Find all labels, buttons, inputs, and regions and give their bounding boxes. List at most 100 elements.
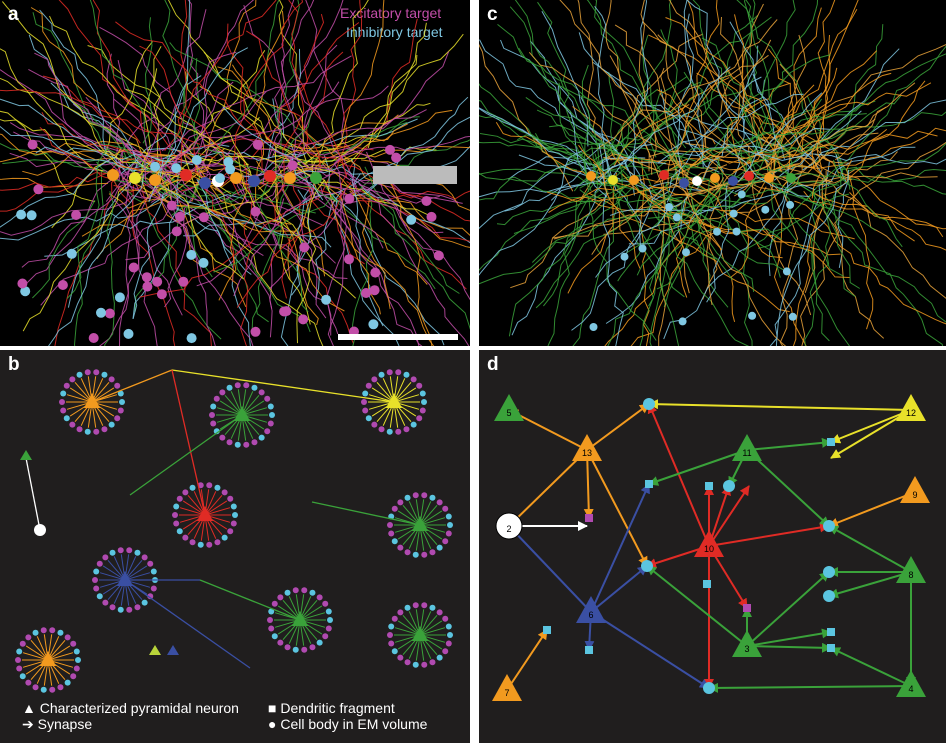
neurite (647, 162, 757, 219)
neurite (479, 39, 618, 153)
target (96, 560, 103, 567)
target (445, 513, 452, 520)
neurite (657, 34, 707, 148)
neurite (794, 200, 946, 325)
hub-neuron (412, 516, 428, 531)
hub-edge (47, 652, 74, 661)
target-soma (104, 308, 115, 319)
hub-edge (397, 620, 421, 636)
synapse-edge (590, 611, 710, 689)
synapse-edge (129, 414, 243, 496)
target-soma (361, 288, 372, 298)
synapse-edge (830, 647, 912, 687)
target (230, 520, 237, 527)
legend-b-right: ■ Dendritic fragment ● Cell body in EM v… (268, 700, 427, 732)
neurite (28, 34, 147, 170)
neuron-10 (694, 530, 724, 557)
target (391, 615, 398, 622)
target (371, 421, 378, 428)
neuron-9 (900, 476, 930, 503)
dendritic-fragment (543, 626, 551, 634)
hub-edge (393, 387, 417, 403)
neurite (814, 193, 944, 238)
neurite (622, 170, 717, 260)
neurite (364, 166, 460, 294)
neurite (267, 48, 302, 158)
legend-b: ▲ Characterized pyramidal neuron ➔ Synap… (22, 700, 239, 733)
cell-body (823, 566, 835, 578)
hub-edge (102, 565, 126, 581)
neurite (665, 17, 793, 147)
target (243, 382, 250, 389)
neurite (771, 190, 851, 346)
target (271, 633, 278, 640)
neurite (325, 196, 445, 346)
target-soma (298, 314, 309, 325)
target (267, 420, 274, 427)
neurite (125, 162, 259, 274)
target-soma (198, 257, 209, 268)
neurite (106, 53, 124, 171)
target (412, 602, 419, 609)
target (60, 390, 67, 397)
neurite (9, 152, 128, 168)
neurite (162, 0, 199, 151)
synapse-edge (586, 449, 648, 567)
soma (764, 173, 774, 183)
neurite (156, 186, 244, 280)
target (230, 503, 237, 510)
target (258, 434, 265, 441)
target (189, 484, 196, 491)
neurite (805, 45, 946, 202)
neurite (375, 169, 433, 346)
synapse-edge (746, 628, 832, 647)
neurite (768, 48, 829, 182)
neurite (0, 89, 201, 145)
target (227, 528, 234, 535)
target (322, 600, 329, 607)
soma (129, 172, 141, 184)
neurite (315, 190, 342, 300)
neurite (736, 0, 845, 179)
target (16, 648, 23, 655)
target-soma (128, 262, 139, 273)
neurite (143, 151, 260, 180)
neurite (595, 202, 682, 278)
synapse-edge (828, 491, 916, 528)
target-soma (17, 278, 28, 289)
neurite (301, 51, 450, 182)
hub-edge (419, 517, 446, 526)
neurite (591, 164, 728, 255)
synapse-edge (199, 579, 301, 621)
target (15, 657, 21, 663)
target-soma (57, 280, 68, 290)
soma (679, 178, 689, 188)
target-soma (788, 312, 797, 321)
neurite (258, 145, 470, 190)
neurite (605, 0, 650, 172)
neurite (92, 0, 178, 177)
target (126, 547, 133, 554)
neurite (51, 148, 121, 229)
synapse-edge (746, 437, 832, 451)
neurite (131, 185, 176, 346)
target (76, 371, 83, 378)
soma (284, 172, 296, 184)
neurite (653, 76, 762, 201)
neurite (115, 21, 277, 146)
hub-edge (299, 605, 323, 621)
synapse-edge (830, 409, 912, 459)
neurite (701, 39, 772, 181)
soma (264, 170, 276, 182)
neuron-5 (494, 394, 524, 421)
neurite (104, 191, 115, 346)
neurite (246, 30, 322, 172)
target-soma (88, 333, 99, 343)
synapse-edge (508, 409, 588, 451)
neurite (275, 0, 300, 150)
target (429, 659, 436, 666)
neurite (479, 107, 605, 176)
connectivity-graph-b (15, 369, 453, 693)
neurite (514, 0, 622, 197)
